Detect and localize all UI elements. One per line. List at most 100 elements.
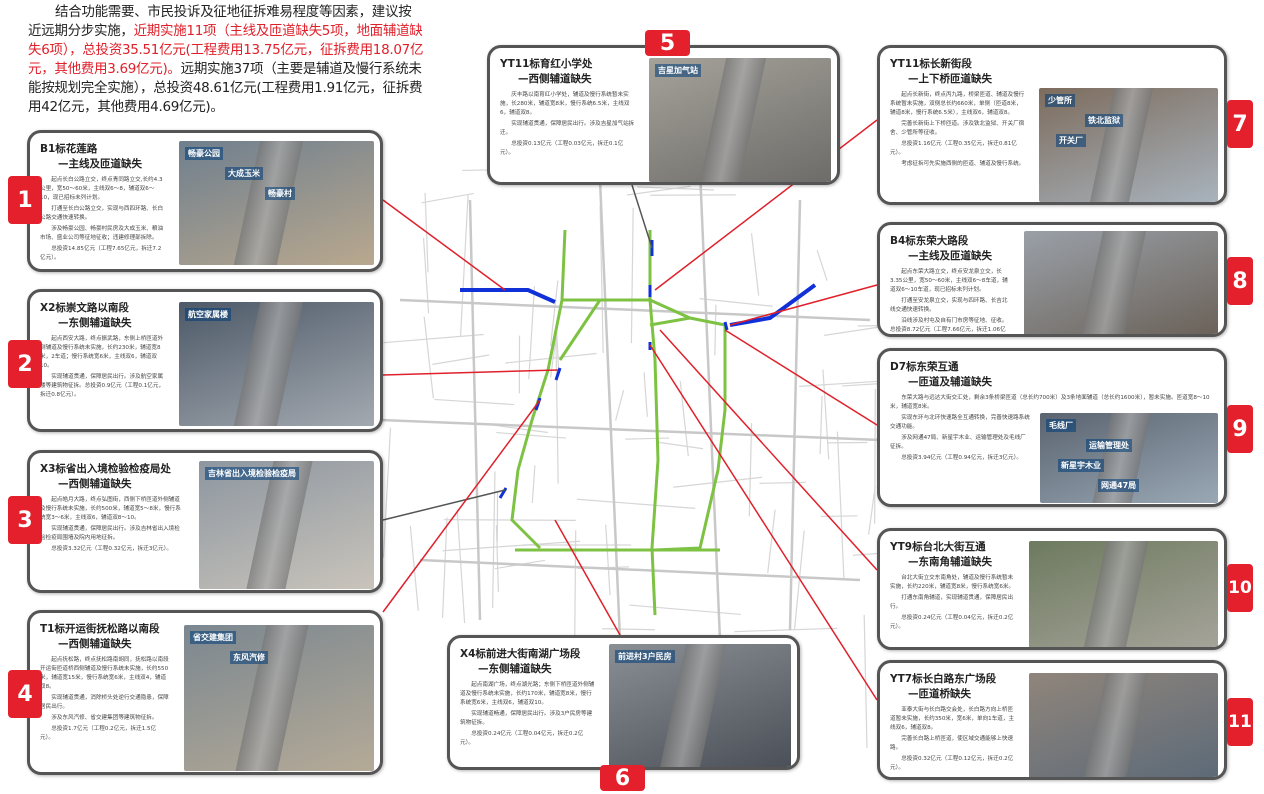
- card-text: D7标东荣互通 —匝道及辅道缺失东荣大路与远达大街交汇处，剩余3条桥梁匝道（总长约…: [890, 359, 1214, 465]
- minor-road: [699, 298, 773, 307]
- missing-segment: [460, 288, 556, 304]
- photo-label: 毛线厂: [1046, 419, 1076, 432]
- minor-road: [626, 185, 691, 196]
- leader-line: [724, 329, 878, 426]
- description-paragraph: 完善长白路上桥匝道，使区域交通能够上快速路。: [890, 736, 1014, 751]
- card-title: D7标东荣互通: [890, 361, 959, 373]
- minor-road: [421, 192, 474, 204]
- project-card-11: YT7标长白路东广场段—匝道桥缺失亚泰大街与长白路交会处，长白路方向上桥匝道暂未…: [877, 660, 1227, 780]
- description-paragraph: 亚泰大街与长白路交会处，长白路方向上桥匝道暂未实施，长约350米，宽6米，单向1…: [890, 707, 1015, 731]
- card-title: B4标东荣大路段: [890, 235, 969, 247]
- photo-road: [234, 141, 304, 265]
- minor-road: [555, 336, 559, 484]
- card-subtitle: —西侧辅道缺失: [58, 638, 132, 650]
- card-title: X4标前进大街南湖广场段: [460, 648, 581, 660]
- minor-road: [459, 194, 469, 337]
- missing-segment: [554, 367, 562, 381]
- photo-label: 运输管理处: [1086, 439, 1132, 452]
- project-card-10: YT9标台北大街互通—东南角辅道缺失台北大街立交东南角处，辅道及慢行系统暂未实施…: [877, 528, 1227, 650]
- description-paragraph: 起点南湖广场，终点湖光路；东侧下桥匝道外侧辅道及慢行系统未实施，长约170米，辅…: [460, 682, 595, 706]
- card-text: B1标花莲路—主线及匝道缺失起点长白公路立交，终点青同路立交,长约4.3公里，宽…: [40, 141, 165, 265]
- card-subtitle: —主线及匝道缺失: [58, 158, 142, 170]
- minor-road: [549, 280, 559, 347]
- photo-road: [234, 302, 304, 426]
- card-description: 起点东荣大路立交，终点安龙泉立交，长3.35公里，宽50～60米，主线双6～8车…: [890, 268, 1010, 334]
- photo-label: 东风汽修: [230, 651, 268, 664]
- leader-line: [382, 399, 541, 613]
- missing-segment: [729, 283, 817, 327]
- description-paragraph: 打通至长白公路立交，实现与西四环路、长白公路交通快速转换。: [40, 206, 164, 221]
- minor-road: [409, 525, 419, 611]
- leader-line: [554, 519, 621, 636]
- project-number-badge: 1: [8, 176, 42, 224]
- project-number-badge: 11: [1227, 698, 1253, 746]
- photo-label: 航空家属楼: [185, 308, 231, 321]
- card-text: YT9标台北大街互通—东南角辅道缺失台北大街立交东南角处，辅道及慢行系统暂未实施…: [890, 539, 1015, 634]
- minor-road: [679, 380, 689, 457]
- project-number-badge: 6: [600, 765, 645, 791]
- project-card-3: X3标省出入境检验检疫局处—西侧辅道缺失起点皓月大路，终点弘图街，西侧下桥匝道外…: [27, 450, 383, 593]
- aerial-photo: [1024, 231, 1218, 334]
- project-card-8: B4标东荣大路段—主线及匝道缺失起点东荣大路立交，终点安龙泉立交，长3.35公里…: [877, 222, 1227, 337]
- description-paragraph: 考虑征拆可先实施西侧的匝道、辅道及慢行系统。: [901, 161, 1025, 167]
- aerial-photo: [1029, 673, 1218, 777]
- project-number-badge: 4: [8, 670, 42, 718]
- card-text: B4标东荣大路段—主线及匝道缺失起点东荣大路立交，终点安龙泉立交，长3.35公里…: [890, 233, 1010, 334]
- minor-road: [423, 316, 434, 399]
- intro-paragraph: 结合功能需要、市民投诉及征地征拆难易程度等因素，建议按近远期分步实施，近期实施1…: [28, 3, 424, 117]
- card-subtitle: —西侧辅道缺失: [58, 478, 132, 490]
- description-paragraph: 起点西安大路，终点振武路，东侧上桥匝道外侧辅道及慢行系统未实施，长约230米，辅…: [40, 336, 164, 369]
- minor-road: [492, 471, 496, 608]
- description-paragraph: 总投资0.24亿元（工程0.04亿元，拆迁0.2亿元）。: [890, 615, 1014, 630]
- intro-text-1: 近期实施11项（主线及匝道缺失5项，地面辅道缺失6项），总投资35.51亿元(工…: [28, 23, 424, 77]
- minor-road: [637, 186, 714, 191]
- leader-line: [649, 344, 878, 701]
- photo-road: [1083, 673, 1148, 777]
- photo-label: 少管所: [1045, 94, 1075, 107]
- description-paragraph: 总投资0.13亿元（工程0.03亿元，拆迁0.1亿元）。: [500, 141, 624, 156]
- minor-road: [614, 389, 625, 421]
- card-text: X2标崇文路以南段—东侧辅道缺失起点西安大路，终点振武路，东侧上桥匝道外侧辅道及…: [40, 300, 165, 402]
- minor-road: [576, 498, 696, 509]
- leader-line: [382, 489, 506, 521]
- main-road: [379, 418, 881, 442]
- photo-label: 大成玉米: [225, 167, 263, 180]
- minor-road: [442, 540, 581, 552]
- main-road: [419, 558, 861, 582]
- main-road: [468, 199, 482, 621]
- photo-road: [699, 58, 766, 182]
- description-paragraph: 实现辅道贯通，保障居民出行。涉及航空家属楼等建筑物征拆。总投资0.9亿元（工程0…: [40, 374, 165, 398]
- card-text: YT11标长新街段—上下桥匝道缺失起点长新街，终点丙九路，桥梁匝道、辅道及慢行系…: [890, 56, 1025, 171]
- description-paragraph: 总投资1.7亿元（工程0.2亿元，拆迁1.5亿元）。: [40, 726, 157, 741]
- project-card-6: X4标前进大街南湖广场段—东侧辅道缺失起点南湖广场，终点湖光路；东侧下桥匝道外侧…: [447, 635, 800, 770]
- leader-line: [631, 184, 653, 249]
- photo-label: 前进村3户民房: [615, 650, 675, 663]
- project-card-1: B1标花莲路—主线及匝道缺失起点长白公路立交，终点青同路立交,长约4.3公里，宽…: [27, 130, 383, 272]
- card-title: YT7标长白路东广场段: [890, 673, 997, 685]
- card-description: 亚泰大街与长白路交会处，长白路方向上桥匝道暂未实施，长约350米，宽6米，单向1…: [890, 706, 1015, 773]
- card-description: 起点抚松路，终点抚松路南胡同，抚松路以南段开运街匝道桥西侧辅道及慢行系统未实施，…: [40, 656, 170, 743]
- expressway-line: [649, 316, 691, 327]
- description-paragraph: 起点皓月大路，终点弘图街，西侧下桥匝道外侧辅道及慢行系统未实施，长约500米，辅…: [40, 497, 181, 521]
- description-paragraph: 起点长新街，终点丙九路，桥梁匝道、辅道及慢行系统暂未实施，双侧总长约660米，单…: [890, 92, 1025, 116]
- card-text: X3标省出入境检验检疫局处—西侧辅道缺失起点皓月大路，终点弘图街，西侧下桥匝道外…: [40, 461, 185, 556]
- card-description: 起点西安大路，终点振武路，东侧上桥匝道外侧辅道及慢行系统未实施，长约230米，辅…: [40, 335, 165, 400]
- aerial-photo: 毛线厂运输管理处新星宇木业网通47局: [1040, 413, 1218, 503]
- description-paragraph: 东荣大路与远达大街交汇处，剩余3条桥梁匝道（总长约700米）及3条地面辅道（总长…: [890, 395, 1210, 410]
- main-road: [399, 298, 871, 322]
- card-title: YT11标育红小学处: [500, 58, 593, 70]
- card-subtitle: —匝道及辅道缺失: [908, 376, 992, 388]
- project-number-badge: 5: [645, 30, 690, 56]
- card-description: 起点长白公路立交，终点青同路立交,长约4.3公里，宽50～60米，主线双6～8，…: [40, 176, 165, 263]
- card-text: T1标开运街抚松路以南段—西侧辅道缺失起点抚松路，终点抚松路南胡同，抚松路以南段…: [40, 621, 170, 745]
- card-description: 台北大街立交东南角处，辅道及慢行系统暂未实施，长约220米，辅道宽8米，慢行系统…: [890, 574, 1015, 632]
- minor-road: [629, 604, 741, 616]
- minor-road: [821, 515, 858, 518]
- photo-label: 省交建集团: [190, 631, 236, 644]
- photo-label: 网通47局: [1098, 479, 1140, 492]
- leader-line: [729, 284, 878, 326]
- card-description: 起点南湖广场，终点湖光路；东侧下桥匝道外侧辅道及慢行系统未实施，长约170米，辅…: [460, 681, 595, 748]
- minor-road: [496, 431, 566, 439]
- intro-text-2: 远期实施37项（主要是辅道及慢行系统未能按规划完全实施），总投资48.61亿元(…: [28, 61, 423, 115]
- photo-label: 开关厂: [1056, 134, 1086, 147]
